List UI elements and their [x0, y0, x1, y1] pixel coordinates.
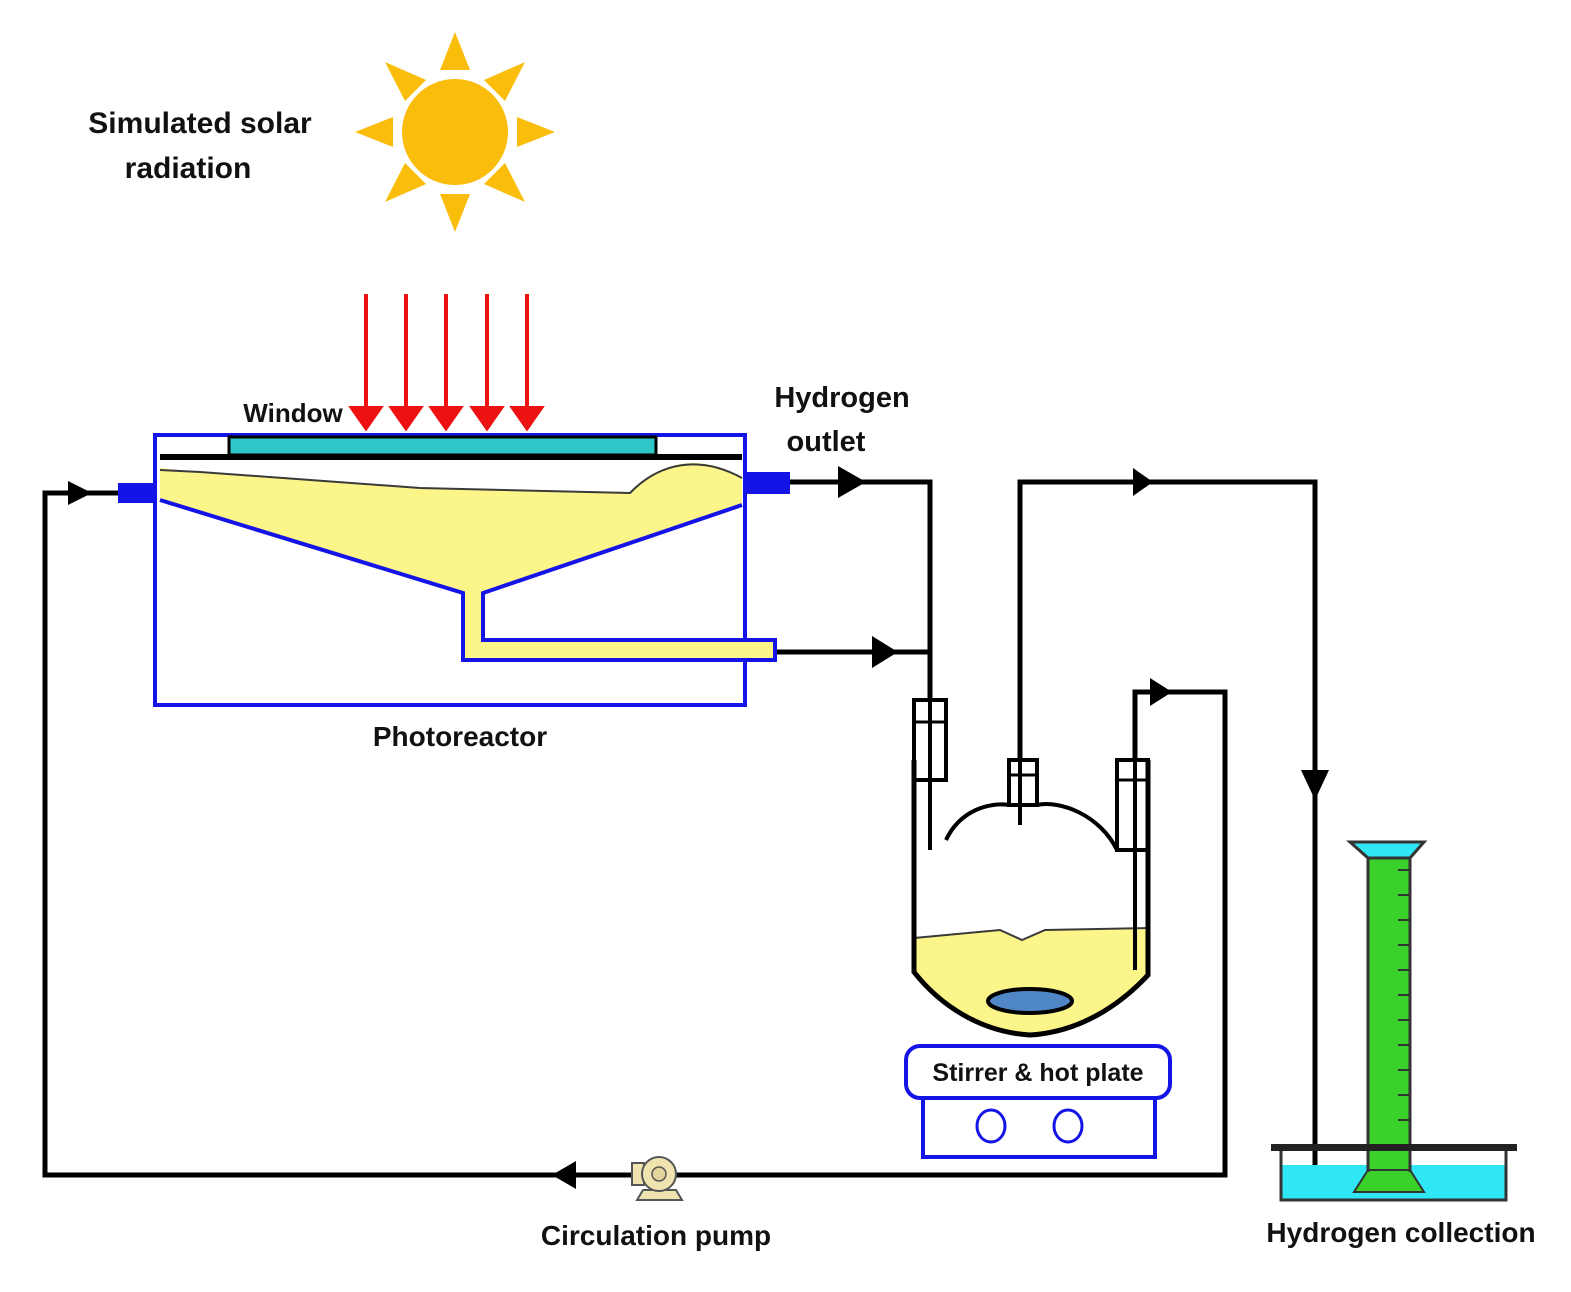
pipes — [42, 479, 1395, 1201]
solar-label-line1: Simulated solar — [88, 107, 312, 140]
stirrer-label: Stirrer & hot plate — [932, 1059, 1143, 1087]
pump-icon — [631, 1156, 684, 1201]
stirrer-hot-plate — [904, 1044, 1172, 1159]
flow-arrows — [68, 466, 1403, 1189]
hydrogen-outlet-label-line1: Hydrogen — [774, 382, 909, 414]
hydrogen-collection — [1271, 840, 1517, 1202]
solar-label-line2: radiation — [125, 152, 252, 185]
window-label: Window — [243, 398, 343, 428]
collection-label: Hydrogen collection — [1266, 1217, 1535, 1248]
photoreactor — [118, 433, 790, 707]
radiation-arrows — [348, 294, 545, 432]
photoreactor-label: Photoreactor — [373, 721, 547, 752]
sun-icon — [355, 32, 555, 232]
pump-label: Circulation pump — [541, 1220, 771, 1251]
reaction-flask — [911, 698, 1151, 1038]
hydrogen-outlet-label-line2: outlet — [787, 426, 866, 458]
